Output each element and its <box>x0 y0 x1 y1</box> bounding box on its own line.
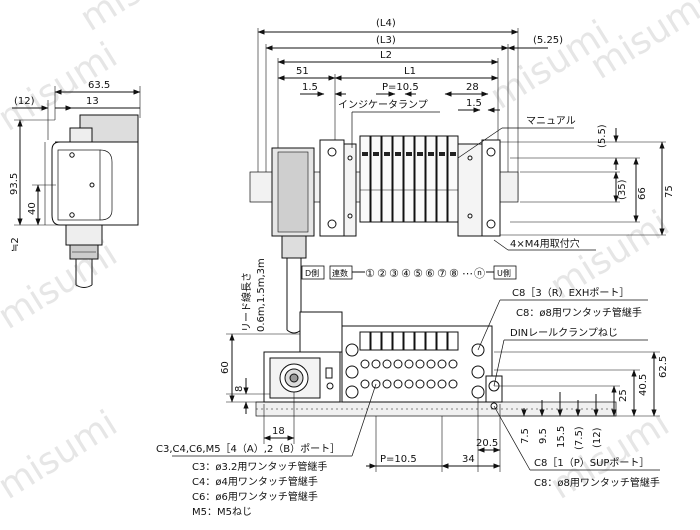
watermark: misumi <box>583 0 700 88</box>
watermark: misumi <box>73 0 206 40</box>
fittings-row-b <box>345 379 485 399</box>
dim-7-5-paren: (7.5) <box>574 426 585 450</box>
u-side-label: U側 <box>497 268 511 278</box>
ports-4-2-label: C3,C4,C6,M5［4（A）,2（B）ポート］ <box>156 443 340 455</box>
dim-25: 25 <box>618 389 629 402</box>
dim-l2: L2 <box>380 50 392 61</box>
top-view-dim-lines <box>257 28 666 236</box>
c4-fitting-label: C4：ø4用ワンタッチ管継手 <box>192 475 318 488</box>
c3-fitting-label: C3：ø3.2用ワンタッチ管継手 <box>192 460 327 473</box>
dim-63-5: 63.5 <box>88 80 110 91</box>
dim-66: 66 <box>637 187 648 200</box>
mount-hole-label: 4×M4用取付穴 <box>510 237 580 250</box>
watermark: misumi <box>543 403 676 508</box>
lead-length-values: 0.6m,1.5m,3m <box>256 258 267 332</box>
dim-1-5-right: 1.5 <box>466 98 482 109</box>
dim-40: 40 <box>27 202 38 215</box>
station-4: ④ <box>401 267 411 280</box>
dim-20-5: 20.5 <box>476 438 498 449</box>
dim-l3: (L3) <box>376 35 396 46</box>
dim-75: 75 <box>664 185 675 198</box>
sup-fitting-label: C8：ø8用ワンタッチ管継手 <box>534 476 660 489</box>
dim-approx-2: ≒2 <box>10 237 21 252</box>
station-ellipsis: ⋯ <box>462 267 473 280</box>
dim-18: 18 <box>272 426 285 437</box>
station-1: ① <box>365 267 375 280</box>
dim-l1: L1 <box>404 66 416 77</box>
dim-93-5: 93.5 <box>9 173 20 195</box>
dim-pitch-bottom: P=10.5 <box>380 454 417 465</box>
top-view-dims: (L4) (L3) (5.25) L2 51 L1 1.5 P=10.5 28 … <box>296 18 675 250</box>
exh-port-label: C8［3（R）EXHポート］ <box>512 287 629 299</box>
bottom-view-body <box>255 311 617 417</box>
dim-9-5: 9.5 <box>538 428 549 444</box>
station-n: ⓝ <box>474 267 485 280</box>
valve-stations <box>359 135 459 223</box>
dim-62-5: 62.5 <box>658 356 669 378</box>
dim-35: (35) <box>617 179 628 200</box>
d-side-label: D側 <box>305 268 319 278</box>
dim-12: (12) <box>14 96 35 107</box>
watermark: misumi <box>0 403 124 508</box>
dim-15-5: 15.5 <box>556 426 567 448</box>
stations-label: 連数 <box>332 268 348 278</box>
manual-label: マニュアル <box>526 116 576 127</box>
fittings-row-top <box>345 331 485 357</box>
exh-fitting-label: C8：ø8用ワンタッチ管継手 <box>516 306 642 319</box>
station-8: ⑧ <box>449 267 459 280</box>
sup-port-label: C8［1（P）SUPポート］ <box>534 457 649 469</box>
station-5: ⑤ <box>413 267 423 280</box>
bottom-view-labels: C8［3（R）EXHポート］ C8：ø8用ワンタッチ管継手 DINレールクランプ… <box>156 287 660 518</box>
station-7: ⑦ <box>437 267 447 280</box>
dim-12-paren: (12) <box>592 427 603 448</box>
dim-l4: (L4) <box>376 18 396 29</box>
station-6: ⑥ <box>425 267 435 280</box>
bottom-view-dims: 60 8 18 62.5 40.5 25 7.5 9.5 15.5 (7.5) … <box>220 356 669 465</box>
dim-1-5-left: 1.5 <box>302 82 318 93</box>
dim-13: 13 <box>86 96 99 107</box>
dim-8: 8 <box>234 386 245 392</box>
c6-fitting-label: C6：ø6用ワンタッチ管継手 <box>192 490 318 503</box>
station-3: ③ <box>389 267 399 280</box>
din-screw-label: DINレールクランプねじ <box>510 327 618 339</box>
lead-length-title: リード線長さ <box>240 272 253 332</box>
indicator-lamps <box>362 152 456 156</box>
dim-pitch-top: P=10.5 <box>382 82 419 93</box>
dim-34: 34 <box>462 454 475 465</box>
dim-51: 51 <box>296 66 309 77</box>
dim-40-5: 40.5 <box>638 374 649 396</box>
dim-60: 60 <box>220 361 231 374</box>
indicator-lamp-label: インジケータランプ <box>338 99 428 111</box>
top-view-body <box>249 111 596 334</box>
station-bar: D側 連数 ① ② ③ ④ ⑤ ⑥ ⑦ ⑧ ⋯ ⓝ U側 <box>301 265 517 280</box>
dim-5-25: (5.25) <box>533 35 563 46</box>
m5-thread-label: M5：M5ねじ <box>192 506 252 518</box>
station-2: ② <box>377 267 387 280</box>
side-view <box>12 86 141 288</box>
dim-5-5: (5.5) <box>597 124 608 148</box>
side-view-dims: 63.5 (12) 13 93.5 40 ≒2 <box>9 80 110 252</box>
dim-7-5: 7.5 <box>520 428 531 444</box>
lead-wire-label: リード線長さ 0.6m,1.5m,3m <box>240 258 267 332</box>
dim-28: 28 <box>466 82 479 93</box>
fittings-row-a <box>345 359 485 379</box>
bottom-view-dim-lines <box>172 299 660 472</box>
